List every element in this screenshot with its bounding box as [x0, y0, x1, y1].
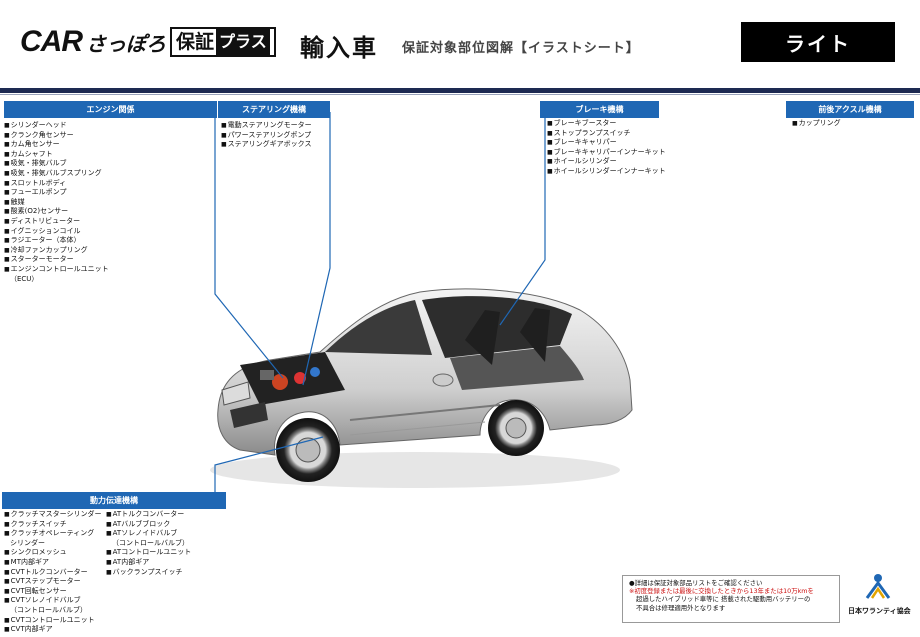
car-sapporo-logo: CAR さっぽろ 保証 プラス [20, 25, 276, 58]
part-item: ストップランプスイッチ [547, 129, 666, 139]
warranty-association-icon [865, 574, 891, 599]
part-item: ブレーキキャリパー [547, 138, 666, 148]
part-item: フューエルポンプ [4, 188, 109, 198]
part-item: ATバルブブロック [106, 520, 191, 530]
part-item: シンクロメッシュ [4, 548, 102, 558]
part-item: 吸気・排気バルブスプリング [4, 169, 109, 179]
part-item: バックランプスイッチ [106, 568, 191, 578]
grade-badge: ライト [741, 22, 895, 62]
part-item: 吸気・排気バルブ [4, 159, 109, 169]
part-item: CVT内部ギア [4, 625, 102, 635]
brake-parts-list: ブレーキブースターストップランプスイッチブレーキキャリパーブレーキキャリパーイン… [547, 119, 666, 177]
note-line-1: ●詳細は保証対象部品リストをご確認ください [629, 579, 763, 587]
part-item: ブレーキブースター [547, 119, 666, 129]
engine-parts-list: シリンダーヘッドクランク角センサーカム角センサーカムシャフト吸気・排気バルブ吸気… [4, 121, 109, 284]
category-header-brake: ブレーキ機構 [540, 101, 659, 118]
page-title: 輸入車 [300, 34, 378, 62]
part-item: ホイールシリンダー [547, 157, 666, 167]
drivetrain-parts-list-1: クラッチマスターシリンダークラッチスイッチクラッチオペレーティングシリンダーシン… [4, 510, 102, 635]
part-item: ATトルクコンバーター [106, 510, 191, 520]
logo-car-text: CAR [20, 25, 83, 58]
category-header-drivetrain: 動力伝達機構 [2, 492, 226, 509]
part-item-continuation: （ECU） [10, 274, 39, 283]
part-item: エンジンコントロールユニット [4, 265, 109, 275]
axle-parts-list: カップリング [792, 119, 841, 129]
part-item: CVTステップモーター [4, 577, 102, 587]
logo-hosho-text: 保証 [176, 31, 215, 53]
logo-hosho-plus: 保証 プラス [170, 27, 276, 57]
part-item: ディストリビューター [4, 217, 109, 227]
part-item: クラッチスイッチ [4, 520, 102, 530]
part-item: クランク角センサー [4, 131, 109, 141]
part-item: CVTソレノイドバルブ [4, 596, 102, 606]
drivetrain-parts-list-2: ATトルクコンバーターATバルブブロックATソレノイドバルブ（コントロールバルブ… [106, 510, 191, 577]
note-line-2: ※初度登録または最後に交換したときから13年または10万kmを [629, 587, 814, 596]
part-item: カップリング [792, 119, 841, 129]
part-item: カムシャフト [4, 150, 109, 160]
part-item-continuation: （コントロールバルブ） [112, 538, 189, 547]
category-header-axle: 前後アクスル機構 [786, 101, 914, 118]
category-header-steering: ステアリング機構 [218, 101, 330, 118]
header-divider-thin [0, 94, 920, 95]
part-item: イグニッションコイル [4, 227, 109, 237]
note-line-3: 超過したハイブリッド車等に 搭載された駆動用バッテリーの [636, 595, 811, 604]
part-item: スターターモーター [4, 255, 109, 265]
part-item: 電動ステアリングモーター [221, 121, 312, 131]
part-item: 酸素(O2)センサー [4, 207, 109, 217]
part-item: ステアリングギアボックス [221, 140, 312, 150]
part-item: クラッチマスターシリンダー [4, 510, 102, 520]
part-item: AT内部ギア [106, 558, 191, 568]
part-item: カム角センサー [4, 140, 109, 150]
header-divider [0, 88, 920, 93]
part-item-continuation: シリンダー [10, 538, 45, 547]
part-item: シリンダーヘッド [4, 121, 109, 131]
part-item: MT内部ギア [4, 558, 102, 568]
part-item: ATソレノイドバルブ [106, 529, 191, 539]
part-item: ATコントロールユニット [106, 548, 192, 558]
part-item: 触媒 [4, 198, 109, 208]
association-logo: 日本ワランティ協会 [848, 572, 911, 616]
steering-parts-list: 電動ステアリングモーターパワーステアリングポンプステアリングギアボックス [221, 121, 312, 150]
part-item: CVT回転センサー [4, 587, 102, 597]
part-item: CVTコントロールユニット [4, 616, 102, 626]
notes-box: ●詳細は保証対象部品リストをご確認ください ※初度登録または最後に交換したときか… [622, 575, 840, 623]
logo-sapporo-text: さっぽろ [86, 33, 166, 56]
note-line-4: 不具合は修理適用外となります [636, 603, 726, 612]
page-subtitle: 保証対象部位図解【イラストシート】 [402, 41, 640, 56]
part-item: CVTトルクコンバーター [4, 568, 102, 578]
car-cutaway-illustration [210, 288, 633, 488]
part-item: クラッチオペレーティング [4, 529, 102, 539]
category-header-engine: エンジン関係 [4, 101, 217, 118]
logo-plus-text: プラス [216, 29, 270, 55]
part-item: 冷却ファンカップリング [4, 246, 109, 256]
association-name: 日本ワランティ協会 [848, 607, 911, 615]
part-item: パワーステアリングポンプ [221, 131, 312, 141]
part-item-continuation: （コントロールバルブ） [10, 605, 87, 614]
part-item: スロットルボディ [4, 179, 109, 189]
part-item: ホイールシリンダーインナーキット [547, 167, 666, 177]
part-item: ラジエーター（本体） [4, 236, 109, 246]
part-item: ブレーキキャリパーインナーキット [547, 148, 666, 158]
